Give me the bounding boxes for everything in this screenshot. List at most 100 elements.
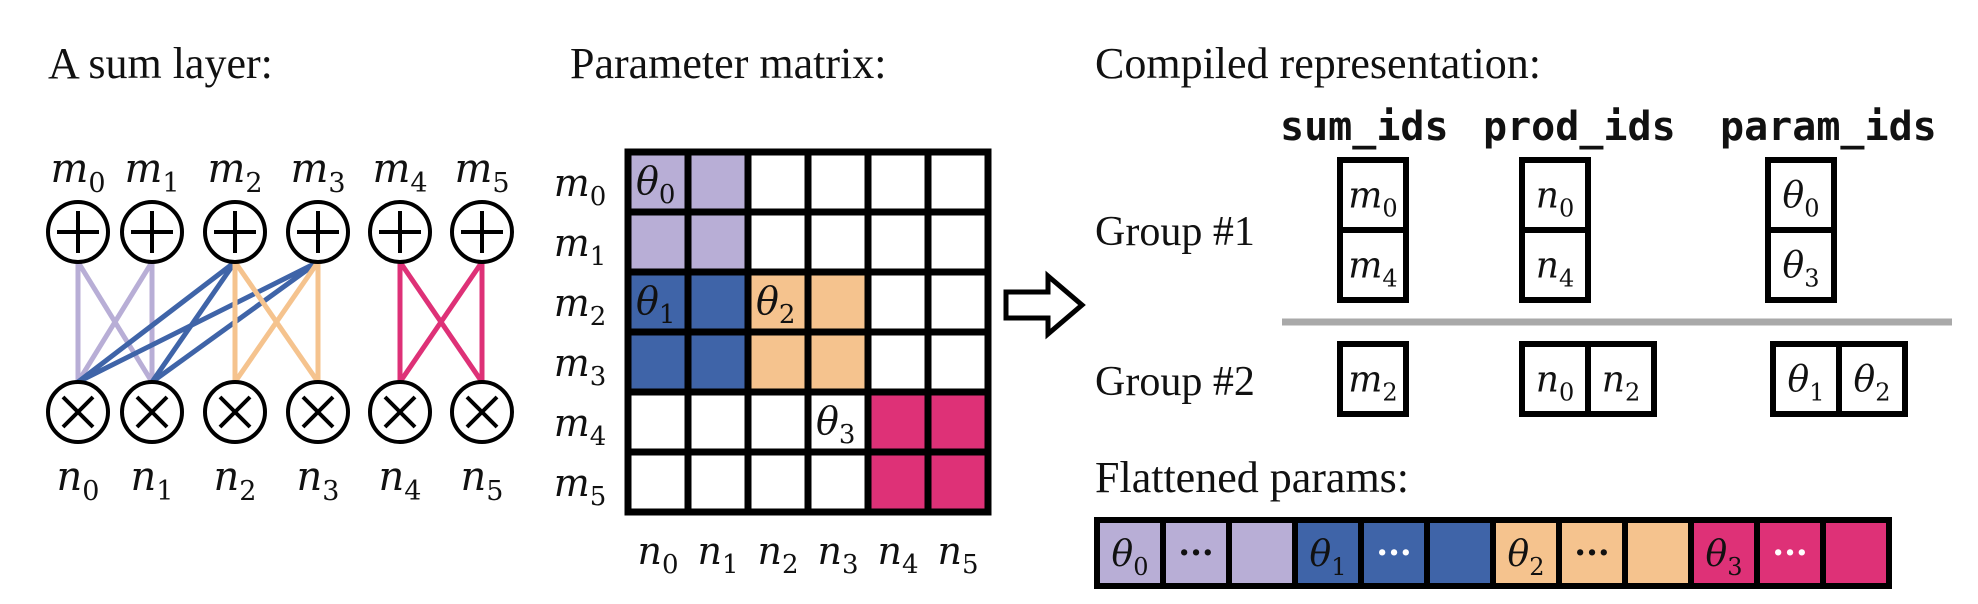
group2-prod-ids-item: n0 (1536, 360, 1574, 407)
prod-ids-header: prod_ids (1483, 104, 1676, 150)
edge-m3-n2 (232, 260, 321, 384)
product-node-n4: n4 (368, 380, 432, 507)
sum-layer-title: A sum layer: (48, 39, 273, 88)
matrix-cell (684, 448, 752, 516)
flattened-ellipsis: ··· (1574, 533, 1610, 573)
matrix-cell (864, 448, 932, 516)
sum-node-m1: m1 (120, 146, 184, 264)
compiled-representation: sum_ids prod_ids param_ids Group #1 Grou… (1095, 104, 1952, 417)
matrix-cell (924, 268, 992, 336)
matrix-cell (804, 328, 872, 396)
matrix-cell (684, 388, 752, 456)
product-node-label: n2 (214, 454, 257, 507)
matrix-cell (744, 268, 812, 336)
matrix-col-label: n5 (937, 529, 978, 580)
flattened-theta-label: θ3 (1706, 534, 1743, 581)
group1-prod-ids-item: n0 (1536, 176, 1574, 223)
matrix-row-label: m3 (554, 341, 607, 392)
flattened-ellipsis: ··· (1178, 533, 1214, 573)
param-ids-header: param_ids (1720, 104, 1937, 150)
parameter-matrix-title: Parameter matrix: (570, 39, 886, 88)
flattened-cell (1754, 517, 1826, 589)
flattened-ellipsis: ··· (1376, 533, 1412, 573)
matrix-cell (684, 148, 752, 216)
matrix-cell (624, 208, 692, 276)
matrix-cell (624, 448, 692, 516)
sum-node-m5: m5 (450, 146, 514, 264)
matrix-theta-label: θ1 (636, 279, 675, 330)
matrix-cell (744, 148, 812, 216)
product-node-n0: n0 (46, 380, 110, 507)
matrix-cell (744, 388, 812, 456)
flattened-params-array: θ0 ··· θ1 ··· θ2 ··· θ3 ··· (1094, 517, 1892, 589)
flattened-ellipsis: ··· (1772, 533, 1808, 573)
matrix-cell (624, 388, 692, 456)
matrix-theta-label: θ3 (816, 399, 855, 450)
matrix-cell (684, 208, 752, 276)
matrix-cell (744, 448, 812, 516)
flattened-theta-label: θ1 (1310, 534, 1347, 581)
matrix-col-label: n3 (817, 529, 858, 580)
sum-node-label: m3 (290, 146, 345, 199)
flattened-theta-label: θ0 (1112, 534, 1149, 581)
matrix-cell (924, 328, 992, 396)
group1-param-ids-item: θ0 (1783, 176, 1820, 223)
matrix-cell (744, 208, 812, 276)
product-node-label: n3 (297, 454, 340, 507)
edge-m5-n4 (397, 260, 485, 384)
flattened-cell (1226, 517, 1298, 589)
group2-sum-ids: m2 (1337, 341, 1409, 417)
group1-param-ids-item: θ3 (1783, 246, 1820, 293)
product-node-n5: n5 (450, 380, 514, 507)
matrix-cell (864, 388, 932, 456)
matrix-row-label: m0 (554, 161, 607, 212)
sum-node-m2: m2 (203, 146, 267, 264)
matrix-row-label: m4 (554, 401, 607, 452)
sum-node-label: m0 (50, 146, 105, 199)
sum-node-label: m1 (124, 146, 179, 199)
flattened-cell (1292, 517, 1364, 589)
matrix-col-label: n2 (757, 529, 798, 580)
matrix-col-label: n4 (877, 529, 918, 580)
group1-sum-ids-item: m4 (1348, 246, 1397, 293)
matrix-col-label: n0 (637, 529, 678, 580)
matrix-cell (684, 328, 752, 396)
product-node-n1: n1 (120, 380, 184, 507)
matrix-cell (804, 148, 872, 216)
sum-layer-edges (75, 259, 485, 385)
flattened-cell (1820, 517, 1892, 589)
group1-sum-ids-item: m0 (1348, 176, 1397, 223)
group2-param-ids-item: θ1 (1788, 360, 1825, 407)
right-arrow-icon (1003, 270, 1086, 340)
sum-node-label: m5 (454, 146, 509, 199)
matrix-cell (924, 148, 992, 216)
matrix-theta-label: θ2 (756, 279, 795, 330)
matrix-cell (864, 328, 932, 396)
matrix-cell (684, 268, 752, 336)
sum-ids-header: sum_ids (1280, 104, 1449, 150)
matrix-cell (864, 268, 932, 336)
flattened-theta-label: θ2 (1508, 534, 1545, 581)
product-node-n2: n2 (203, 380, 267, 507)
group1-prod-ids-item: n4 (1536, 246, 1574, 293)
matrix-cell (924, 388, 992, 456)
sum-node-label: m2 (207, 146, 262, 199)
matrix-cell (744, 328, 812, 396)
matrix-cell (864, 208, 932, 276)
edge-m1-n0 (75, 260, 155, 384)
edge-m3-n0 (76, 259, 320, 385)
group-1-label: Group #1 (1095, 209, 1255, 255)
matrix-cell (804, 268, 872, 336)
matrix-cell (804, 208, 872, 276)
sum-node-m4: m4 (368, 146, 432, 264)
product-node-label: n1 (131, 454, 174, 507)
matrix-row-label: m1 (554, 221, 607, 272)
matrix-cell (924, 208, 992, 276)
sum-node-label: m4 (372, 146, 427, 199)
